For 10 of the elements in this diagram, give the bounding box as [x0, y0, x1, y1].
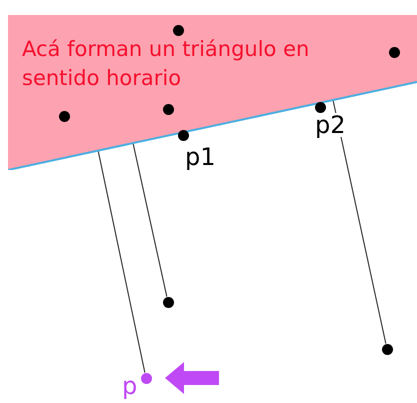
connector-line — [98, 150, 146, 374]
point-label: p — [122, 374, 138, 398]
point-dot — [162, 296, 174, 308]
region-note: Acá forman un triángulo en sentido horario — [22, 36, 310, 92]
shaded-region — [8, 15, 417, 170]
connector-line — [332, 100, 386, 344]
connector-line — [132, 142, 168, 298]
point-label: p1 — [185, 145, 216, 169]
point-dot — [382, 344, 392, 354]
point-dot — [140, 372, 152, 384]
